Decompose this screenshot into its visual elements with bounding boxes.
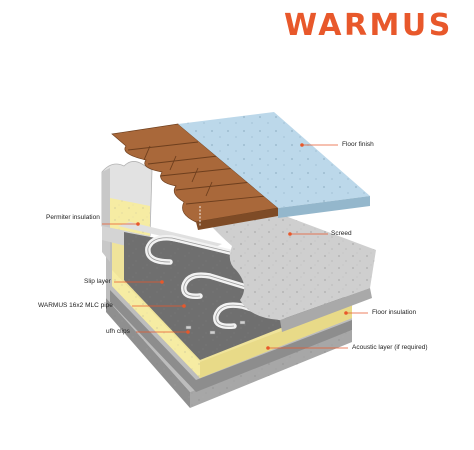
- tile-floor-finish: [178, 112, 370, 218]
- label-floor-finish: Floor finish: [342, 141, 374, 148]
- label-perimeter-insulation: Permiter insulation: [46, 214, 100, 221]
- ufh-clips: [185, 320, 246, 335]
- warmus-logo: WARMUS: [284, 8, 453, 43]
- ufh-pipe-outline: [147, 237, 283, 327]
- label-slip-layer: Slip layer: [84, 278, 111, 285]
- acoustic-layer: [110, 290, 352, 392]
- section-arrow: [109, 96, 201, 226]
- label-screed: Screed: [331, 230, 352, 237]
- timber-floor-finish: [111, 123, 279, 230]
- label-acoustic-layer: Acoustic layer (if required): [352, 344, 428, 351]
- label-ufh-clips: ufh clips: [106, 328, 130, 335]
- screed-layer: [200, 196, 376, 332]
- callout-lines: [102, 143, 368, 350]
- label-pipe: WARMUS 16x2 MLC pipe: [38, 302, 113, 309]
- label-floor-insulation: Floor insulation: [372, 309, 417, 316]
